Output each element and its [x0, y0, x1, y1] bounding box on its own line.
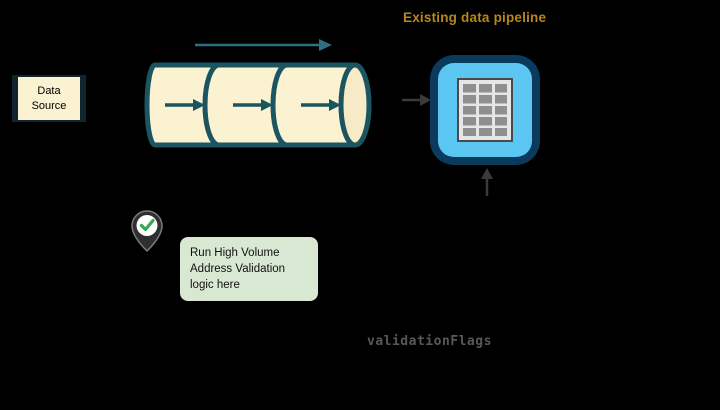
data-source-label-line1: Data [37, 85, 61, 98]
data-source-box: Data Source [12, 75, 86, 122]
validation-flags-label: validationFlags [367, 334, 492, 349]
segment-arrow-icon [165, 99, 205, 111]
note-line: logic here [190, 279, 240, 292]
note-line: Run High Volume [190, 247, 280, 259]
location-pin-check-icon [131, 210, 163, 253]
tube-opening [338, 62, 372, 148]
note-callout: Run High Volume Address Validation logic… [180, 237, 318, 302]
diagram-title: Existing data pipeline [403, 10, 547, 25]
segment-arrow-icon [301, 99, 341, 111]
checkmark-icon [139, 218, 155, 232]
data-source-label-line2: Source [31, 99, 67, 112]
server-rack-cells [463, 84, 507, 136]
server-rack-icon [457, 78, 513, 142]
segment-arrow-icon [233, 99, 273, 111]
note-line: Address Validation [190, 263, 286, 276]
flow-direction-arrow [195, 39, 332, 51]
processor-inner-panel [438, 63, 532, 157]
pipeline-tube [144, 39, 372, 148]
pipeline-processor-node [430, 55, 540, 165]
connector-arrow-up [481, 168, 493, 196]
connector-arrow-left [402, 94, 431, 106]
